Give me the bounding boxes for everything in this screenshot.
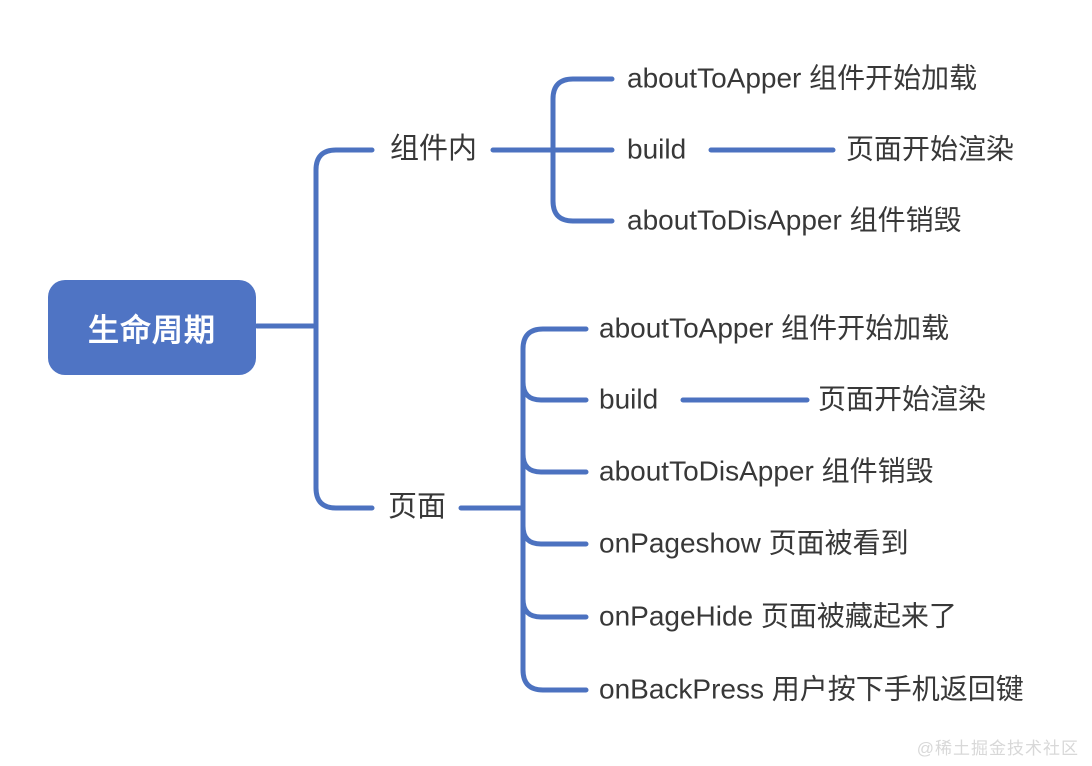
connector-page-stub-build: [520, 379, 589, 403]
leaf-component-abouttodisapper: aboutToDisApper 组件销毁: [627, 204, 962, 236]
leaf-page-build: build: [599, 383, 659, 415]
leaf-page-abouttodisapper: aboutToDisApper 组件销毁: [599, 455, 934, 487]
leaf-page-onpageshow: onPageshow 页面被看到: [599, 527, 909, 559]
branch-label-page: 页面: [388, 490, 447, 523]
watermark-text: @稀土掘金技术社区: [916, 739, 1079, 758]
leaf-page-onbackpress: onBackPress 用户按下手机返回键: [599, 673, 1024, 705]
connector-trunk-branches: [313, 147, 375, 511]
root-node-lifecycle: 生命周期: [48, 280, 256, 375]
connector-page-stub-pageshow: [520, 523, 589, 547]
connector-page-stub-pagehide: [520, 596, 589, 620]
connector-page-stub-disappear: [520, 451, 589, 475]
leaf-component-abouttoapper: aboutToApper 组件开始加载: [627, 62, 978, 94]
branch-label-component: 组件内: [390, 132, 478, 165]
leaf-page-onpagehide: onPageHide 页面被藏起来了: [599, 600, 957, 632]
connector-component-children-trunk: [550, 76, 615, 224]
leaf-component-build-render: 页面开始渲染: [846, 133, 1015, 165]
leaf-component-build: build: [627, 133, 687, 165]
connector-page-children-trunk: [520, 326, 589, 693]
leaf-page-build-render: 页面开始渲染: [818, 383, 987, 415]
root-node-label: 生命周期: [88, 313, 216, 348]
leaf-page-abouttoapper: aboutToApper 组件开始加载: [599, 312, 950, 344]
